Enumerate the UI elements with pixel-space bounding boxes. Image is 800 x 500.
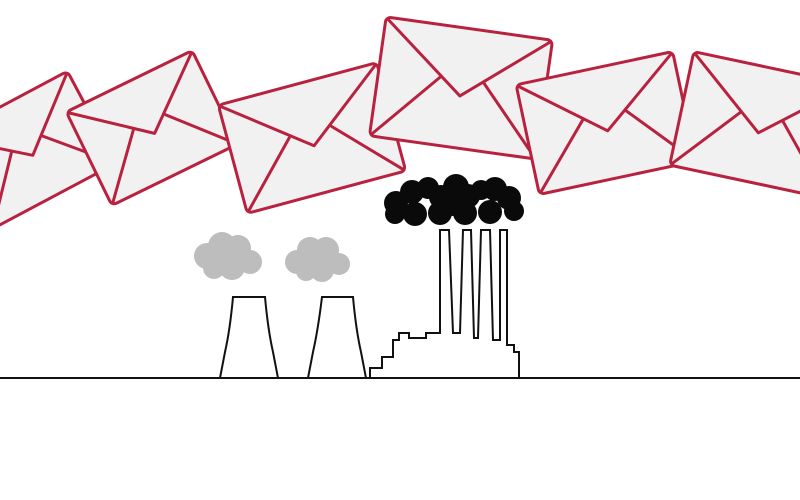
factory-icon: [369, 229, 520, 379]
envelope-icon: [515, 51, 697, 195]
smoke-cloud-icon: [384, 174, 524, 226]
steam-cloud-icon: [194, 232, 262, 280]
envelope-row: [0, 16, 800, 229]
cooling-tower-icon: [218, 296, 280, 379]
envelope-icon: [217, 62, 407, 214]
steam-cloud-icon: [285, 237, 350, 282]
cooling-tower-icon: [306, 296, 368, 379]
envelope-icon: [669, 51, 800, 199]
envelope-icon: [66, 50, 238, 206]
